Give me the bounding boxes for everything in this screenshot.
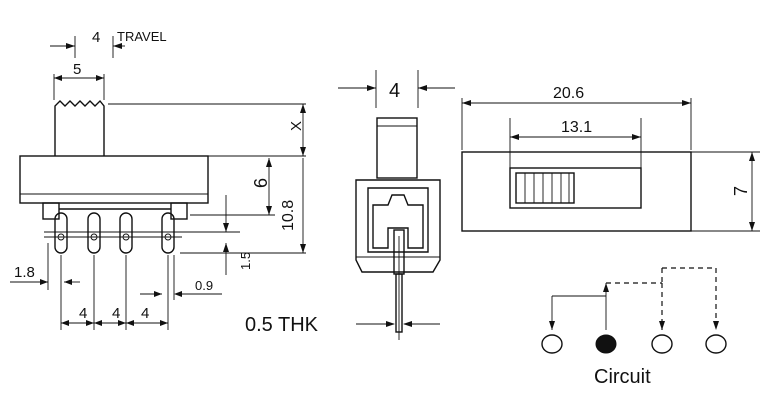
actuator-width-label: 5 <box>73 61 81 78</box>
dim-10-8-label: 10.8 <box>280 200 297 231</box>
pitch-1-label: 4 <box>79 305 87 322</box>
length-label: 20.6 <box>553 85 584 102</box>
circuit-terminal-common <box>595 334 617 354</box>
side-pins <box>54 212 175 254</box>
front-view: 4 0.5 THK <box>245 70 455 340</box>
dim-1-8-label: 1.8 <box>14 264 35 281</box>
pitch-3-label: 4 <box>141 305 149 322</box>
travel-value: 4 <box>92 29 100 46</box>
circuit-label: Circuit <box>594 366 651 388</box>
dim-0-9-label: 0.9 <box>195 278 213 293</box>
side-view: 4 TRAVEL 5 <box>10 29 306 330</box>
circuit-terminal-1 <box>541 334 563 354</box>
top-view: 20.6 13.1 7 <box>461 85 760 232</box>
front-width-label: 4 <box>389 80 400 102</box>
dim-6-label: 6 <box>251 178 271 188</box>
circuit-diagram: Circuit <box>541 267 727 388</box>
dim-1-5-label: 1.5 <box>238 252 253 270</box>
slot-label: 13.1 <box>561 119 592 136</box>
circuit-terminal-4 <box>705 334 727 354</box>
pitch-2-label: 4 <box>112 305 120 322</box>
dim-x-label: X <box>288 121 305 131</box>
height-label: 7 <box>731 186 751 196</box>
travel-label: TRAVEL <box>117 29 167 44</box>
circuit-terminal-3 <box>651 334 673 354</box>
thickness-label: 0.5 THK <box>245 314 319 336</box>
